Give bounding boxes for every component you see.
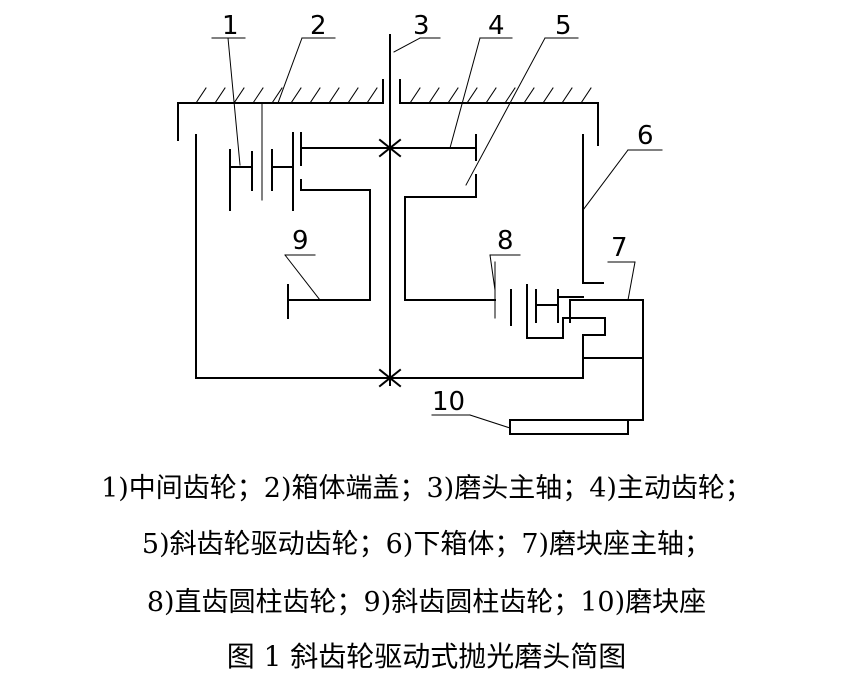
spur-gear	[494, 261, 606, 339]
lower-housing	[195, 134, 604, 379]
label-9: 9	[292, 226, 309, 256]
block-seat-spindle	[569, 299, 644, 421]
label-7: 7	[611, 233, 628, 263]
legend-line-2: 5)斜齿轮驱动齿轮；6)下箱体；7)磨块座主轴；	[141, 529, 712, 560]
label-3: 3	[413, 11, 430, 41]
legend-line-1: 1)中间齿轮；2)箱体端盖；3)磨头主轴；4)主动齿轮；	[101, 473, 752, 504]
label-5: 5	[555, 11, 572, 41]
label-4: 4	[488, 11, 505, 41]
grinding-block-seat	[509, 419, 629, 435]
mechanism-schematic: 1 2 3 4 5 6 7 8 9 10	[177, 11, 663, 435]
helical-drive-gear	[287, 174, 496, 319]
end-cover	[177, 79, 599, 146]
label-8: 8	[497, 226, 514, 256]
driving-gear	[300, 132, 477, 166]
intermediate-gear	[229, 102, 294, 211]
leader-lines	[211, 37, 663, 429]
hatching	[195, 87, 592, 104]
legend-line-3: 8)直齿圆柱齿轮；9)斜齿圆柱齿轮；10)磨块座	[146, 587, 707, 618]
label-2: 2	[310, 11, 327, 41]
label-10: 10	[432, 387, 465, 417]
label-6: 6	[637, 121, 654, 151]
label-1: 1	[222, 11, 239, 41]
figure-title: 图 1 斜齿轮驱动式抛光磨头简图	[226, 640, 627, 673]
